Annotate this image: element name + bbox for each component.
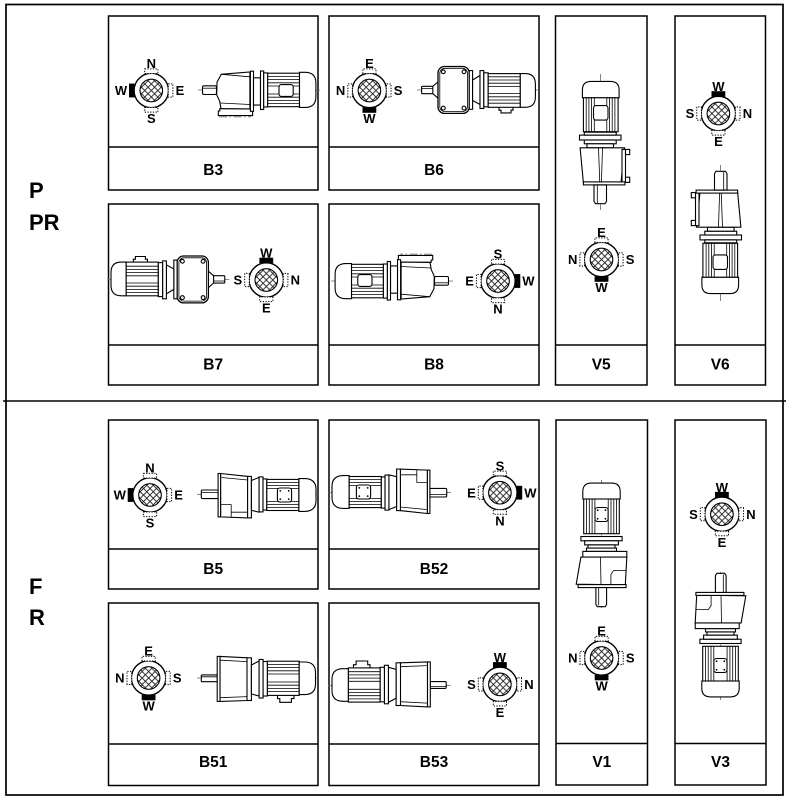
svg-text:N: N xyxy=(115,671,124,686)
svg-text:B53: B53 xyxy=(420,754,449,771)
svg-text:B6: B6 xyxy=(424,162,444,179)
svg-text:N: N xyxy=(568,651,577,666)
svg-text:W: W xyxy=(494,650,507,665)
svg-text:N: N xyxy=(568,252,577,267)
svg-text:E: E xyxy=(176,83,185,98)
svg-text:W: W xyxy=(595,679,608,694)
svg-text:V1: V1 xyxy=(592,754,611,771)
svg-text:W: W xyxy=(712,79,725,94)
svg-text:B5: B5 xyxy=(203,561,223,578)
svg-text:E: E xyxy=(365,56,374,71)
svg-text:W: W xyxy=(363,111,376,126)
svg-text:N: N xyxy=(336,83,345,98)
svg-text:W: W xyxy=(524,485,537,500)
svg-text:E: E xyxy=(496,705,505,720)
svg-text:R: R xyxy=(29,605,45,630)
svg-text:E: E xyxy=(144,644,153,659)
svg-text:V5: V5 xyxy=(592,356,611,373)
svg-text:S: S xyxy=(467,677,476,692)
svg-text:V6: V6 xyxy=(711,356,730,373)
svg-text:E: E xyxy=(597,225,606,240)
svg-text:B3: B3 xyxy=(203,162,223,179)
svg-text:S: S xyxy=(147,111,156,126)
svg-text:V3: V3 xyxy=(711,754,730,771)
svg-text:E: E xyxy=(262,301,271,316)
svg-text:W: W xyxy=(260,246,273,261)
svg-text:F: F xyxy=(29,574,42,599)
svg-text:N: N xyxy=(145,461,154,476)
svg-text:W: W xyxy=(115,83,128,98)
svg-text:E: E xyxy=(718,535,727,550)
svg-text:N: N xyxy=(746,507,755,522)
svg-text:S: S xyxy=(626,651,635,666)
svg-text:S: S xyxy=(496,458,505,473)
svg-text:PR: PR xyxy=(29,210,60,235)
svg-text:S: S xyxy=(173,671,182,686)
svg-text:E: E xyxy=(714,134,723,149)
svg-text:S: S xyxy=(146,516,155,531)
svg-text:E: E xyxy=(465,274,474,289)
svg-text:B51: B51 xyxy=(199,754,228,771)
svg-text:S: S xyxy=(626,252,635,267)
svg-text:W: W xyxy=(522,274,535,289)
svg-text:B52: B52 xyxy=(420,561,448,578)
svg-text:E: E xyxy=(467,485,476,500)
svg-text:W: W xyxy=(595,280,608,295)
svg-text:S: S xyxy=(689,507,698,522)
svg-text:W: W xyxy=(142,699,155,714)
svg-text:P: P xyxy=(29,178,44,203)
svg-text:E: E xyxy=(174,488,183,503)
svg-text:S: S xyxy=(234,273,243,288)
svg-text:N: N xyxy=(743,106,752,121)
svg-text:S: S xyxy=(394,83,403,98)
svg-text:B8: B8 xyxy=(424,356,444,373)
svg-text:N: N xyxy=(291,273,300,288)
svg-text:N: N xyxy=(493,302,502,317)
svg-text:N: N xyxy=(147,56,156,71)
svg-text:S: S xyxy=(494,247,503,262)
svg-text:W: W xyxy=(716,480,729,495)
svg-text:B7: B7 xyxy=(203,356,223,373)
svg-text:E: E xyxy=(597,624,606,639)
svg-text:N: N xyxy=(495,513,504,528)
svg-text:W: W xyxy=(114,488,127,503)
svg-text:N: N xyxy=(524,677,533,692)
svg-text:S: S xyxy=(686,106,695,121)
